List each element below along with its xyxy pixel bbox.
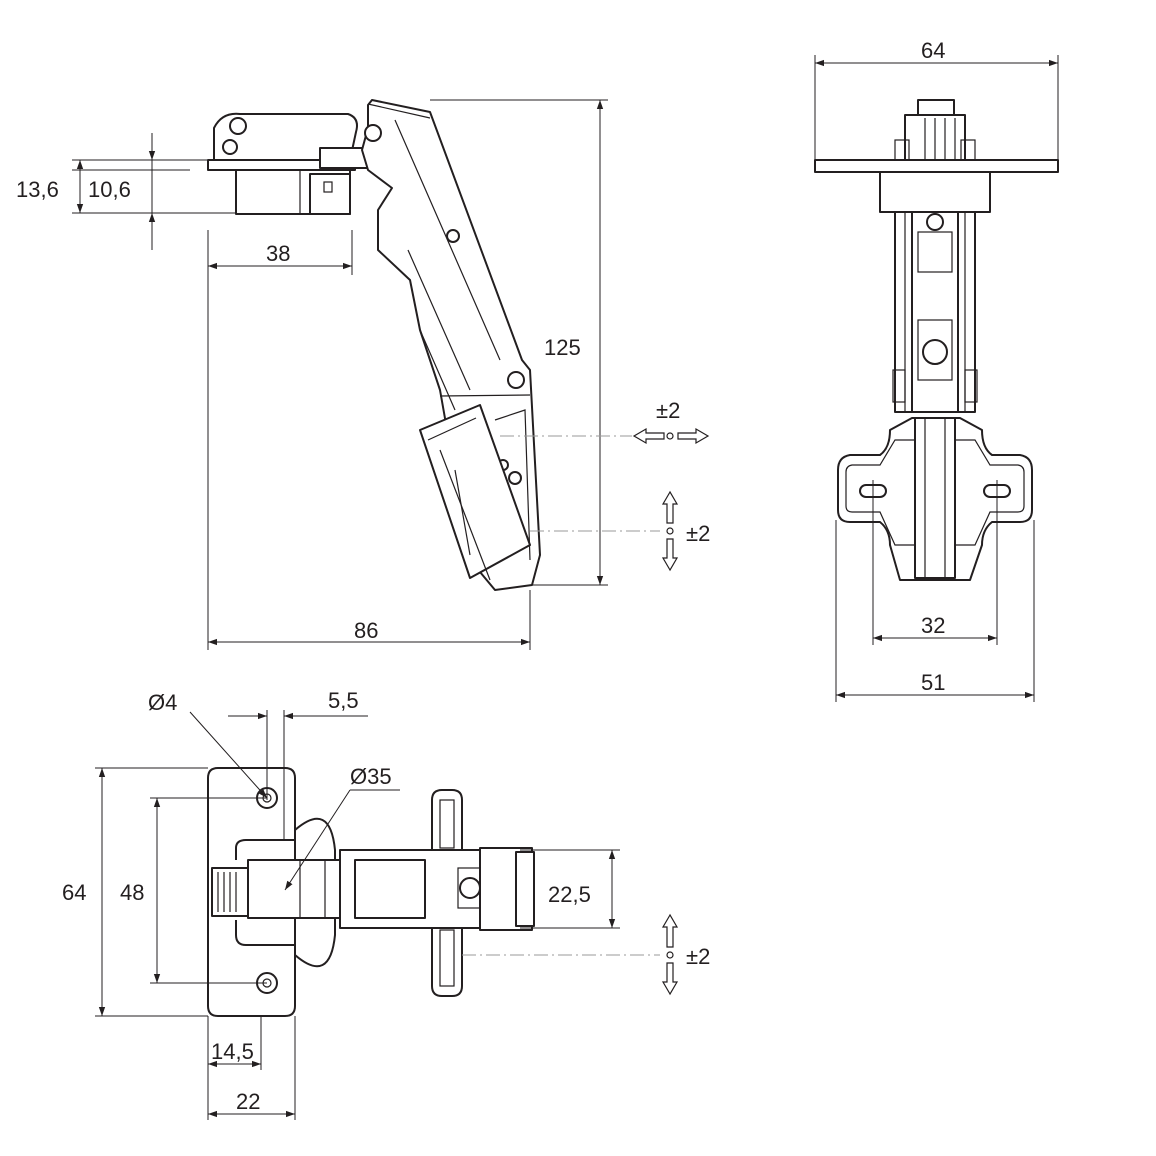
top-dimension-64: 64: [62, 767, 208, 1017]
depth-adjustment: ±2: [500, 398, 710, 445]
front-dim-label-64: 64: [921, 38, 945, 63]
front-dimension-51: 51: [835, 520, 1035, 702]
dim-label-38: 38: [266, 241, 290, 266]
top-dim-label-48: 48: [120, 880, 144, 905]
top-dim-label-64: 64: [62, 880, 86, 905]
dim-label-13-6: 13,6: [16, 177, 59, 202]
dim-label-10-6: 10,6: [88, 177, 131, 202]
dim-label-d35: Ø35: [350, 764, 392, 789]
top-dimension-5-5: 5,5: [228, 688, 368, 840]
dim-label-86: 86: [354, 618, 378, 643]
mounting-plate-front: [837, 417, 1033, 581]
top-view: Ø4 5,5 Ø35 64 48: [62, 688, 710, 1120]
dimension-38: 38: [207, 230, 353, 650]
top-dimension-48: 48: [120, 797, 267, 984]
dim-label-22-5: 22,5: [548, 882, 591, 907]
dim-label-5-5: 5,5: [328, 688, 359, 713]
dim-label-14-5: 14,5: [211, 1039, 254, 1064]
side-view: 13,6 10,6 38 125 86: [16, 99, 710, 650]
top-dimension-d4: Ø4: [148, 690, 268, 799]
side-adjustment: ±2: [462, 913, 710, 996]
dimension-125: 125: [430, 99, 608, 586]
front-view: 64 32 51: [814, 38, 1059, 702]
top-dimension-22: 22: [208, 1016, 296, 1120]
hinge-cup-front: [814, 99, 1059, 213]
front-dimension-64: 64: [814, 38, 1059, 160]
hinge-arm-front: [892, 211, 978, 413]
height-adjust-label: ±2: [686, 521, 710, 546]
front-dim-label-51: 51: [921, 670, 945, 695]
top-dimension-14-5: 14,5: [207, 1016, 262, 1120]
side-adjust-label: ±2: [686, 944, 710, 969]
top-dimension-22-5: 22,5: [520, 849, 620, 929]
dim-label-125: 125: [544, 335, 581, 360]
front-dimension-32: 32: [872, 480, 998, 645]
dim-label-22: 22: [236, 1089, 260, 1114]
dimension-10-6: 10,6: [72, 159, 190, 214]
top-dimension-d35: Ø35: [284, 764, 400, 891]
depth-adjust-label: ±2: [656, 398, 680, 423]
mounting-plate-side: [419, 404, 531, 581]
front-dim-label-32: 32: [921, 613, 945, 638]
hinge-arm-top: [247, 847, 535, 931]
dim-label-d4: Ø4: [148, 690, 177, 715]
height-adjustment: ±2: [530, 490, 710, 572]
mounting-plate-top: [431, 789, 463, 997]
dimension-86: 86: [208, 590, 531, 650]
